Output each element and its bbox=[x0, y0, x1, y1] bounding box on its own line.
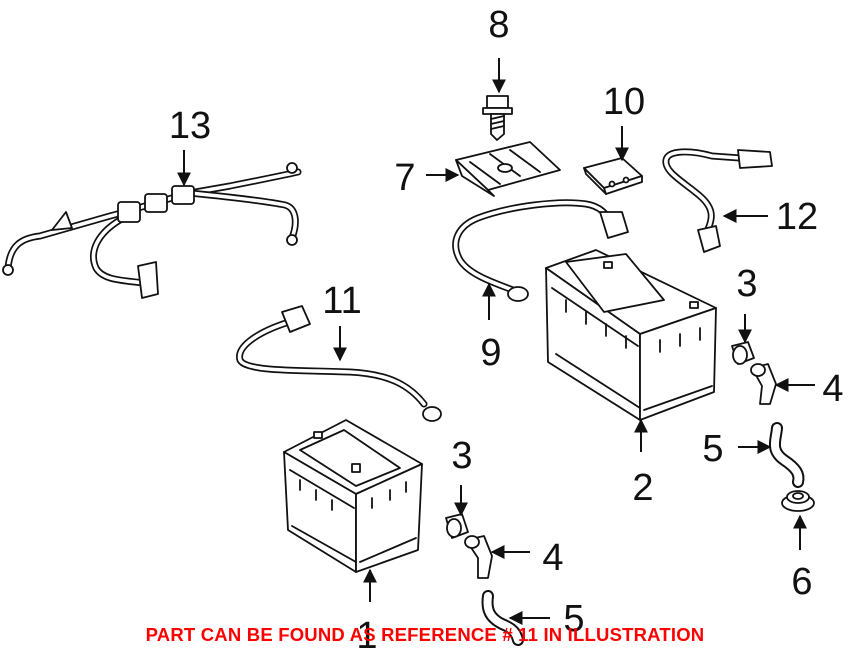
callout-11: 11 bbox=[322, 280, 361, 322]
hold-down-bracket-part bbox=[455, 141, 561, 197]
vent-hose-right-part bbox=[768, 422, 805, 488]
callout-5-right: 5 bbox=[702, 428, 723, 470]
elbow-fitting-left-part bbox=[464, 535, 493, 579]
wiring-harness-part bbox=[2, 162, 302, 299]
small-battery-part bbox=[283, 419, 423, 573]
elbow-fitting-right-part bbox=[750, 363, 777, 405]
bolt-part bbox=[482, 95, 513, 141]
reference-note: PART CAN BE FOUND AS REFERENCE # 11 IN I… bbox=[145, 624, 705, 645]
large-battery-part bbox=[545, 249, 717, 421]
callout-13: 13 bbox=[169, 105, 211, 147]
callout-9: 9 bbox=[480, 332, 501, 374]
callout-12: 12 bbox=[776, 196, 818, 238]
callout-4-left: 4 bbox=[542, 537, 563, 579]
callout-10: 10 bbox=[603, 81, 645, 123]
callout-3-left: 3 bbox=[451, 435, 472, 477]
callout-7: 7 bbox=[394, 157, 415, 199]
vent-plug-right-part bbox=[731, 341, 755, 365]
callout-4-right: 4 bbox=[822, 368, 843, 410]
callout-2: 2 bbox=[632, 467, 653, 509]
vent-hose-left-part bbox=[481, 590, 524, 646]
callout-1: 1 bbox=[356, 615, 377, 654]
grommet-part bbox=[781, 490, 815, 512]
terminal-cover-part bbox=[583, 157, 643, 195]
negative-cable-part bbox=[236, 305, 442, 422]
callout-5-left: 5 bbox=[563, 598, 584, 640]
callout-3-right: 3 bbox=[736, 263, 757, 305]
callout-8: 8 bbox=[488, 4, 509, 46]
callout-6: 6 bbox=[791, 561, 812, 603]
ground-cable-part bbox=[662, 148, 773, 253]
positive-cable-part bbox=[452, 199, 629, 302]
vent-plug-left-part bbox=[445, 513, 469, 539]
